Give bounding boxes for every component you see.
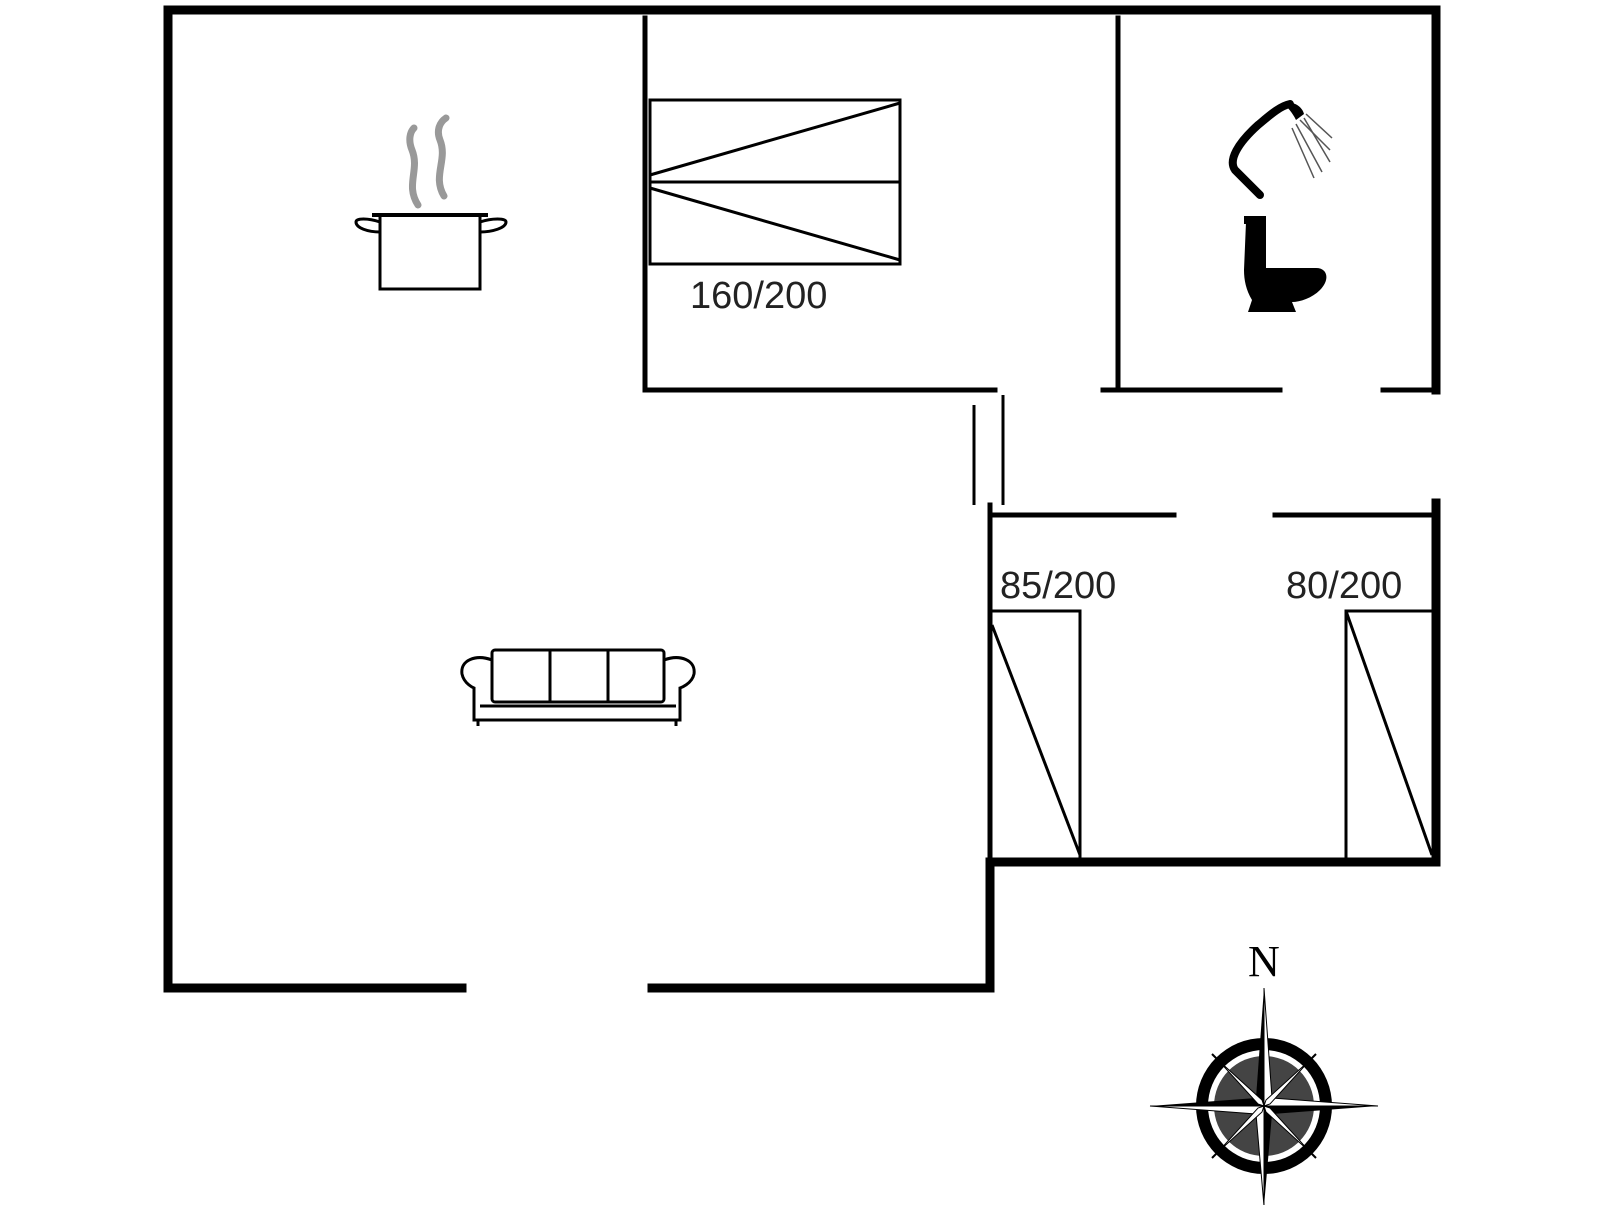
interior-walls: [642, 15, 1439, 865]
shower-icon: [1228, 100, 1333, 199]
cooking-pot-icon: [354, 114, 508, 291]
single-bed-b: [1344, 609, 1434, 858]
bed-label-single-a: 85/200: [1000, 565, 1116, 607]
compass-north-label: N: [1248, 937, 1280, 986]
sofa-icon: [460, 648, 696, 726]
double-bed: [648, 98, 902, 266]
exterior-walls: [163, 5, 1441, 993]
single-bed-a: [990, 609, 1082, 858]
toilet-icon: [1244, 216, 1327, 312]
compass-rose-icon: [1149, 987, 1379, 1205]
bed-label-double: 160/200: [690, 275, 827, 317]
bed-label-single-b: 80/200: [1286, 565, 1402, 607]
